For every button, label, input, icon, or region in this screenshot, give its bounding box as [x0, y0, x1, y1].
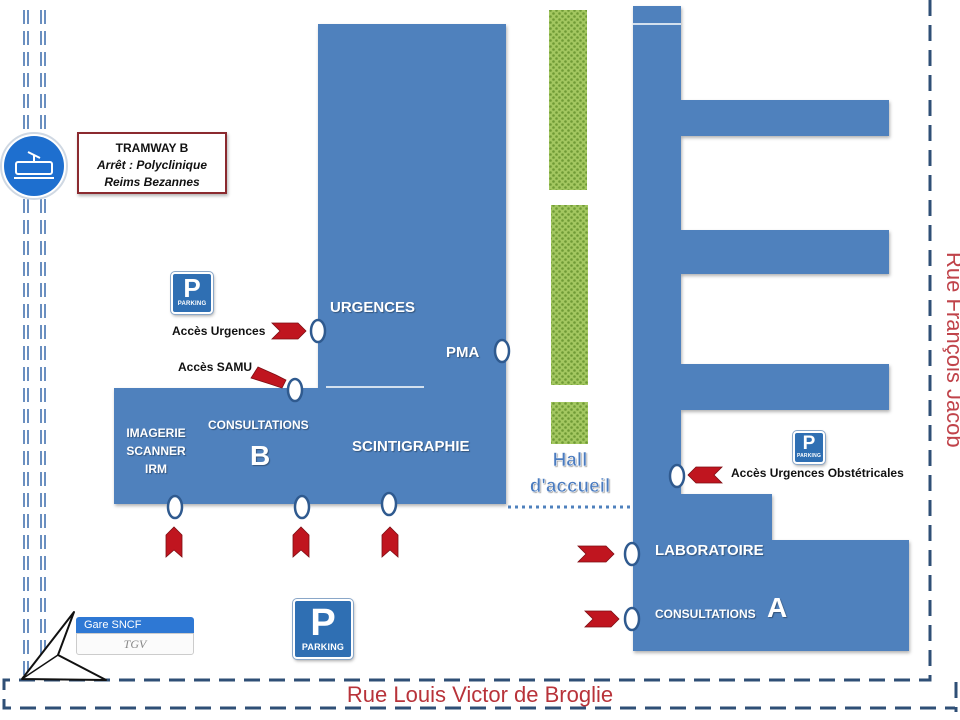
label-letter-b: B	[250, 440, 271, 471]
entrance-scintigraphie[interactable]	[380, 491, 398, 517]
arrow-consultations-b-icon	[292, 526, 310, 558]
street-right: Rue François Jacob	[942, 252, 960, 448]
tram-rails	[23, 10, 46, 680]
hall-line-1: Hall	[552, 450, 588, 472]
label-letter-a: A	[767, 592, 788, 623]
entrance-imagerie[interactable]	[166, 494, 184, 520]
label-laboratoire: LABORATOIRE	[655, 542, 764, 559]
tramway-stop: Arrêt : Polyclinique	[96, 158, 208, 172]
label-consultations-a: CONSULTATIONS	[655, 607, 756, 621]
parking-sign-south: P PARKING	[293, 599, 353, 659]
label-pma: PMA	[446, 344, 480, 361]
garden-strip-1	[549, 10, 587, 190]
tgv-logo: TGV	[76, 633, 194, 655]
label-urgences: URGENCES	[330, 299, 416, 316]
arrow-laboratoire-icon	[577, 545, 615, 563]
label-scintigraphie: SCINTIGRAPHIE	[352, 438, 470, 455]
arrow-samu-icon	[250, 366, 287, 389]
parking-text: PARKING	[301, 642, 345, 652]
parking-text: PARKING	[177, 301, 207, 307]
label-imagerie-3: IRM	[145, 462, 167, 476]
arrow-urgences-icon	[271, 322, 307, 340]
gare-sncf-sign: Gare SNCF TGV	[76, 617, 194, 655]
label-imagerie-1: IMAGERIE	[126, 426, 186, 440]
parking-sign-west: P PARKING	[171, 272, 213, 314]
parking-sign-east: P PARKING	[793, 431, 825, 464]
parking-letter: P	[802, 433, 816, 454]
parking-letter: P	[183, 273, 201, 303]
building-b	[114, 24, 506, 504]
gare-sncf-title: Gare SNCF	[76, 617, 194, 633]
garden-strip-2	[551, 205, 588, 385]
entrance-urgences[interactable]	[309, 318, 327, 344]
label-acces-samu: Accès SAMU	[178, 360, 253, 374]
arrow-imagerie-icon	[165, 526, 183, 558]
label-imagerie-2: SCANNER	[126, 444, 186, 458]
hall-accueil-label: Hall d'accueil	[512, 448, 628, 500]
label-consultations-b: CONSULTATIONS	[208, 418, 309, 432]
entrance-samu[interactable]	[286, 377, 304, 403]
arrow-consultations-a-icon	[584, 610, 620, 628]
parking-letter: P	[310, 602, 336, 644]
building-a	[633, 6, 909, 651]
entrance-consultations-b[interactable]	[293, 494, 311, 520]
parking-text: PARKING	[796, 453, 822, 459]
label-acces-urgences: Accès Urgences	[172, 324, 266, 338]
arrow-obstetricales-icon	[687, 466, 723, 484]
label-imagerie: IMAGERIE SCANNER IRM	[123, 424, 189, 478]
entrance-laboratoire[interactable]	[623, 541, 641, 567]
label-acces-obstetricales: Accès Urgences Obstétricales	[731, 466, 904, 480]
tramway-line: TRAMWAY B	[115, 141, 189, 155]
entrance-obstetricales[interactable]	[668, 463, 686, 489]
tramway-station: Reims Bezannes	[104, 175, 200, 189]
street-bottom: Rue Louis Victor de Broglie	[346, 682, 614, 707]
entrance-consultations-a[interactable]	[623, 606, 641, 632]
tram-icon	[14, 151, 54, 179]
arrow-scintigraphie-icon	[381, 526, 399, 558]
garden-strip-3	[551, 402, 588, 444]
entrance-pma[interactable]	[493, 338, 511, 364]
tram-sign	[0, 132, 68, 200]
tramway-info: TRAMWAY B Arrêt : Polyclinique Reims Bez…	[77, 132, 227, 194]
hall-line-2: d'accueil	[529, 476, 611, 498]
